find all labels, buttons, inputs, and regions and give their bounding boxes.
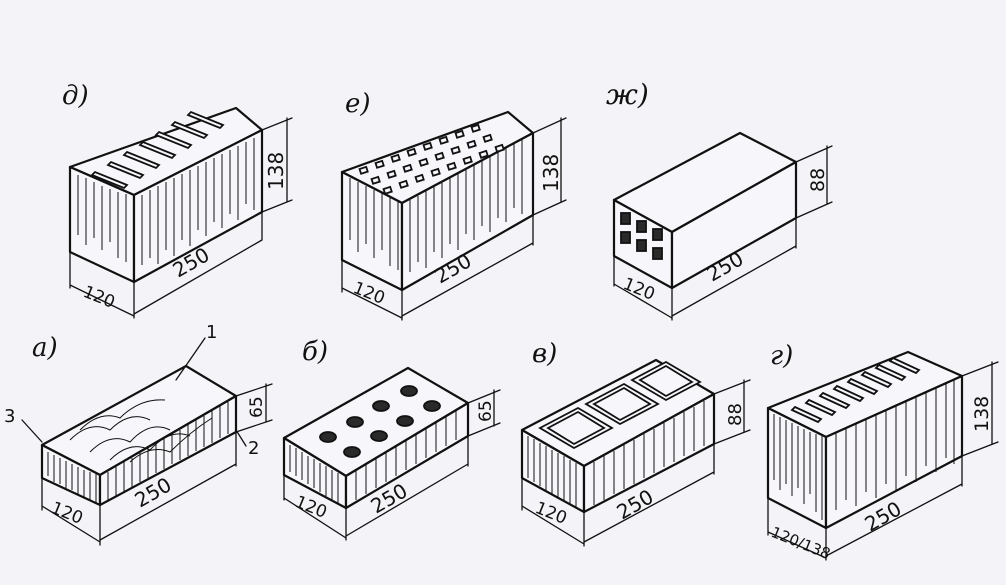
brick-e-width: 120 (350, 278, 388, 309)
brick-g-height: 138 (971, 396, 993, 432)
brick-a-dimensions (41, 383, 273, 546)
brick-e-hatching (349, 140, 523, 272)
brick-d: д) 138 120 250 (62, 81, 293, 319)
brick-a-width: 120 (48, 498, 86, 529)
brick-d-slots (90, 110, 225, 190)
brick-v-width: 120 (532, 498, 570, 529)
brick-v-height: 88 (725, 403, 746, 426)
brick-a-height: 65 (247, 396, 267, 418)
brick-d-height: 138 (264, 152, 288, 190)
brick-e-label: е) (345, 89, 371, 119)
brick-g-hatching (773, 380, 955, 520)
brick-b-height: 65 (476, 400, 496, 422)
brick-v-label: в) (532, 339, 557, 369)
brick-g-label: г) (770, 341, 793, 371)
brick-b-holes (319, 385, 441, 458)
brick-d-width: 120 (80, 282, 118, 313)
brick-g-width: 120/138 (769, 523, 834, 563)
brick-b: б) 65 120 250 (282, 337, 501, 541)
brick-b-label: б) (302, 337, 328, 367)
brick-b-dimensions (283, 389, 501, 541)
brick-a-callout-3: 3 (4, 406, 15, 427)
brick-g-dimensions (767, 361, 999, 561)
brick-d-label: д) (62, 81, 89, 111)
brick-g-slots (790, 356, 921, 424)
brick-v: в) 88 120 250 (520, 339, 751, 547)
brick-g: г) 138 120/138 250 (766, 341, 999, 563)
brick-zh-label: ж) (606, 78, 649, 111)
brick-e-holes (358, 123, 505, 195)
brick-b-hatching (289, 410, 457, 503)
brick-a-callout-1: 1 (206, 322, 217, 343)
brick-a-callout-lines (21, 337, 247, 447)
brick-zh: ж) 88 120 250 (606, 78, 833, 321)
brick-a: а) 1 2 3 65 120 250 (4, 322, 273, 546)
brick-e-height: 138 (539, 154, 563, 192)
brick-d-dimensions (69, 117, 293, 319)
brick-v-hatching (527, 401, 705, 508)
brick-zh-width: 120 (620, 274, 658, 305)
brick-a-label: а) (32, 333, 58, 363)
brick-e-dimensions (341, 117, 567, 321)
brick-v-dimensions (521, 379, 751, 547)
brick-zh-dimensions (613, 145, 833, 321)
brick-a-callout-2: 2 (248, 438, 259, 459)
brick-d-hatching (77, 138, 255, 265)
brick-zh-height: 88 (807, 168, 829, 192)
brick-e: е) (340, 89, 567, 321)
brick-v-cavities (538, 360, 702, 450)
brick-zh-holes (620, 212, 663, 260)
brick-a-texture (47, 399, 229, 503)
